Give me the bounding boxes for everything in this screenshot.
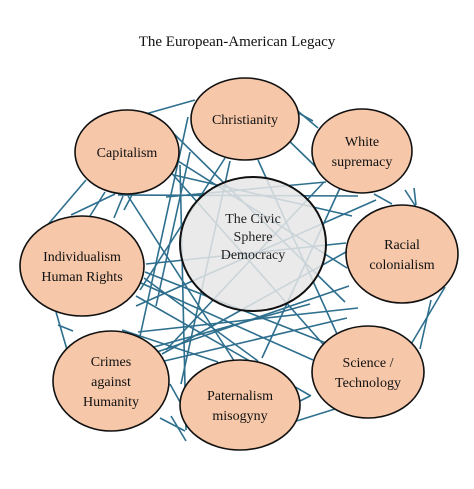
connector-line: [144, 271, 350, 353]
perimeter-connector-line: [409, 286, 446, 347]
node-science-technology: Science / Technology: [311, 325, 425, 419]
connector-line: [373, 193, 393, 205]
connector-line: [113, 195, 124, 219]
node-shape: [190, 77, 300, 161]
connector-line: [159, 317, 348, 363]
label-line: Sphere: [234, 230, 273, 245]
label-line: Human Rights: [41, 270, 122, 285]
label-line: Humanity: [83, 395, 139, 410]
node-white-supremacy: White supremacy: [311, 108, 413, 194]
perimeter-connector-line: [89, 191, 106, 217]
node-label: Christianity: [212, 113, 278, 128]
connector-line: [70, 193, 116, 216]
label-line: The Civic: [225, 212, 281, 227]
connector-line: [143, 277, 259, 362]
node-racial-colonialism: Racial colonialism: [345, 204, 459, 304]
node-paternalism-misogyny: Paternalism misogyny: [179, 359, 301, 451]
label-line: Democracy: [221, 248, 286, 263]
label-line: White: [345, 135, 379, 150]
node-label: White supremacy: [332, 135, 393, 170]
connector-line: [123, 194, 133, 211]
connector-line: [137, 307, 359, 333]
label-line: Crimes: [91, 355, 131, 370]
node-label: Capitalism: [97, 146, 158, 161]
connector-line: [155, 151, 191, 307]
connector-line: [419, 299, 432, 350]
label-line: Individualism: [43, 250, 121, 265]
node-label: Racial colonialism: [369, 238, 434, 273]
connector-line: [169, 383, 181, 403]
node-shape: [311, 325, 425, 419]
node-shape: [74, 109, 180, 195]
label-line: Paternalism: [207, 389, 273, 404]
perimeter-connector-line: [289, 408, 336, 424]
node-shape: [179, 359, 301, 451]
label-line: Capitalism: [97, 146, 158, 161]
perimeter-connector-line: [141, 99, 196, 116]
node-shape: [19, 215, 145, 317]
center-node-shape: [179, 176, 327, 312]
connector-line: [131, 303, 311, 354]
label-line: colonialism: [369, 258, 434, 273]
perimeter-connector-line: [44, 179, 87, 229]
node-label: Science / Technology: [335, 356, 401, 391]
diagram-title: The European-American Legacy: [138, 34, 336, 50]
node-shape: [52, 330, 170, 432]
label-line: supremacy: [332, 155, 393, 170]
node-christianity: Christianity: [190, 77, 300, 161]
connector-line: [127, 195, 241, 371]
node-capitalism: Capitalism: [74, 109, 180, 195]
label-line: against: [91, 375, 131, 390]
label-line: Technology: [335, 376, 401, 391]
connector-line: [413, 187, 417, 206]
connector-line: [121, 329, 219, 363]
perimeter-connector-line: [159, 417, 186, 432]
label-line: Racial: [384, 238, 420, 253]
label-line: Christianity: [212, 113, 278, 128]
label-line: Science /: [343, 356, 394, 371]
node-label: Paternalism misogyny: [207, 389, 273, 424]
node-shape: [311, 108, 413, 194]
label-line: misogyny: [212, 409, 267, 424]
node-shape: [345, 204, 459, 304]
